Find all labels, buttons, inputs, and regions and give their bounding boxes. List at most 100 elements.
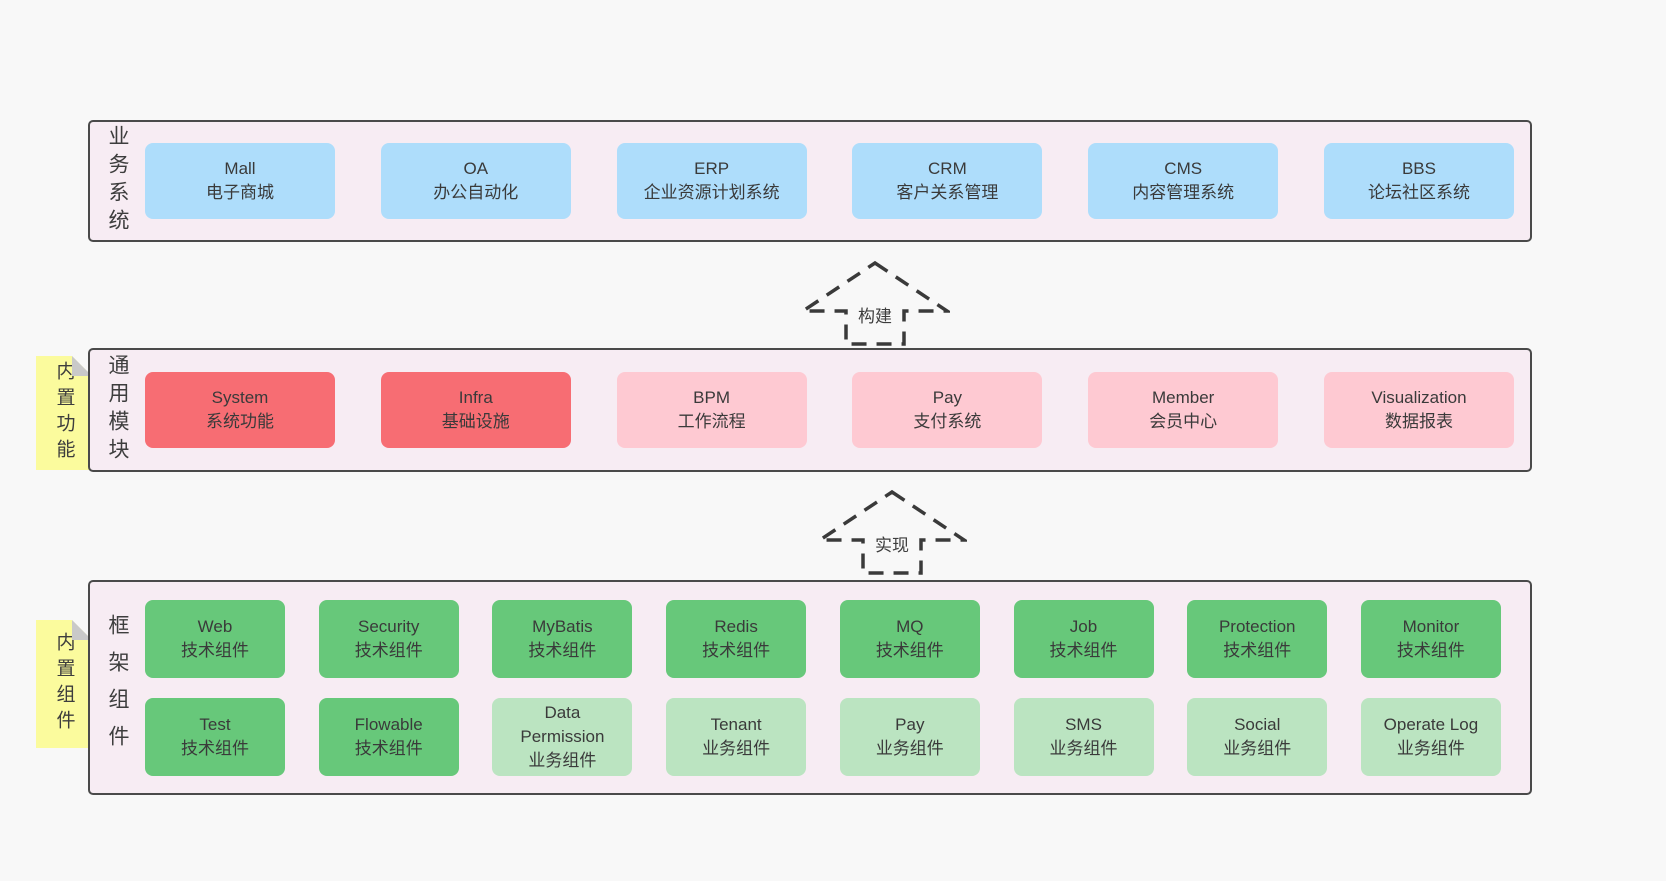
box-security: Security 技术组件: [318, 599, 459, 678]
box-crm: CRM 客户关系管理: [852, 143, 1043, 219]
box-title-zh: 技术组件: [1049, 640, 1118, 660]
box-title-zh: 办公自动化: [433, 183, 519, 202]
box-flowable: Flowable 技术组件: [318, 697, 459, 776]
layer-common-modules: 通用模块 System 系统功能 Infra 基础设施 BPM 工作流程 Pay…: [88, 348, 1532, 472]
layer-title-business-systems: 业务系统: [90, 122, 145, 240]
box-title-en: Pay: [932, 388, 963, 407]
box-tenant: Tenant 业务组件: [666, 697, 807, 776]
sticky-note-builtin-components: 内置组件: [36, 620, 92, 748]
layer-title-text: 通用模块: [106, 354, 129, 466]
box-title-en: Redis: [714, 616, 758, 636]
box-title-zh: 技术组件: [181, 640, 249, 660]
framework-row-2: Test 技术组件 Flowable 技术组件 Data Permission …: [145, 697, 1501, 776]
box-title-zh: 技术组件: [528, 640, 597, 660]
box-title-zh: 业务组件: [528, 750, 597, 770]
box-title-en: BBS: [1401, 159, 1436, 178]
box-title-zh: 技术组件: [354, 738, 423, 758]
box-pay-biz: Pay 业务组件: [839, 697, 980, 776]
box-title-en: ERP: [694, 159, 730, 178]
box-title-en: OA: [463, 159, 489, 178]
box-title-zh: 会员中心: [1149, 412, 1218, 431]
box-bpm: BPM 工作流程: [616, 372, 807, 448]
box-title-en: Member: [1152, 388, 1215, 407]
box-title-zh: 客户关系管理: [896, 183, 999, 202]
arrow-build: 构建: [800, 260, 950, 346]
sticky-note-text: 内置组件: [53, 632, 75, 736]
box-bbs: BBS 论坛社区系统: [1323, 143, 1514, 219]
box-title-zh: 技术组件: [181, 738, 249, 758]
box-cms: CMS 内容管理系统: [1088, 143, 1279, 219]
box-title-en: CRM: [928, 159, 967, 178]
box-title-en: System: [211, 388, 269, 407]
box-oa: OA 办公自动化: [380, 143, 571, 219]
box-title-en: Visualization: [1371, 388, 1467, 407]
box-title-en: Monitor: [1402, 616, 1460, 636]
layer-business-systems: 业务系统 Mall 电子商城 OA 办公自动化 ERP 企业资源计划系统 CRM…: [88, 120, 1532, 242]
box-erp: ERP 企业资源计划系统: [616, 143, 807, 219]
box-title-en: Tenant: [710, 714, 762, 734]
box-title-en: Data Permission: [520, 702, 605, 746]
box-title-zh: 电子商城: [206, 183, 274, 202]
box-title-zh: 业务组件: [875, 738, 944, 758]
layer-title-text: 框架组件: [106, 613, 129, 762]
box-pay: Pay 支付系统: [852, 372, 1043, 448]
box-title-zh: 业务组件: [1223, 738, 1292, 758]
box-monitor: Monitor 技术组件: [1360, 599, 1501, 678]
box-redis: Redis 技术组件: [666, 599, 807, 678]
box-title-zh: 系统功能: [206, 412, 274, 431]
box-mall: Mall 电子商城: [145, 143, 335, 219]
box-title-en: Security: [357, 616, 420, 636]
box-title-zh: 技术组件: [1396, 640, 1465, 660]
box-test: Test 技术组件: [145, 697, 285, 776]
box-title-zh: 企业资源计划系统: [643, 183, 780, 202]
box-job: Job 技术组件: [1013, 599, 1154, 678]
box-protection: Protection 技术组件: [1187, 599, 1328, 678]
box-title-zh: 技术组件: [875, 640, 944, 660]
box-title-en: Test: [199, 714, 231, 734]
layer-title-framework-components: 框架组件: [90, 582, 145, 793]
box-title-en: Web: [197, 616, 233, 636]
box-title-en: Infra: [458, 388, 493, 407]
box-member: Member 会员中心: [1088, 372, 1279, 448]
box-web: Web 技术组件: [145, 599, 285, 678]
box-title-en: Job: [1069, 616, 1098, 636]
box-infra: Infra 基础设施: [380, 372, 571, 448]
box-title-en: Pay: [895, 714, 925, 734]
box-sms: SMS 业务组件: [1013, 697, 1154, 776]
box-system: System 系统功能: [145, 372, 335, 448]
sticky-note-text: 内置功能: [53, 361, 75, 465]
box-mq: MQ 技术组件: [839, 599, 980, 678]
framework-row-1: Web 技术组件 Security 技术组件 MyBatis 技术组件 Redi…: [145, 599, 1501, 678]
box-title-zh: 业务组件: [1396, 738, 1465, 758]
box-title-zh: 数据报表: [1384, 412, 1453, 431]
box-data-permission: Data Permission 业务组件: [492, 697, 633, 776]
box-title-zh: 工作流程: [677, 412, 746, 431]
arrow-implement-label: 实现: [870, 531, 914, 556]
layer-title-text: 业务系统: [106, 125, 129, 237]
box-mybatis: MyBatis 技术组件: [492, 599, 633, 678]
layer-common-modules-content: System 系统功能 Infra 基础设施 BPM 工作流程 Pay 支付系统…: [145, 350, 1530, 470]
up-arrow-icon: [800, 260, 950, 346]
box-title-en: CMS: [1164, 159, 1203, 178]
box-title-en: SMS: [1065, 714, 1102, 734]
layer-business-systems-content: Mall 电子商城 OA 办公自动化 ERP 企业资源计划系统 CRM 客户关系…: [145, 122, 1530, 240]
box-title-en: Flowable: [354, 714, 423, 734]
box-title-zh: 内容管理系统: [1132, 183, 1235, 202]
box-operate-log: Operate Log 业务组件: [1360, 697, 1501, 776]
box-title-en: Social: [1234, 714, 1281, 734]
box-title-en: MQ: [896, 616, 924, 636]
box-title-zh: 支付系统: [913, 412, 982, 431]
sticky-note-builtin-features: 内置功能: [36, 356, 92, 470]
arrow-implement: 实现: [817, 489, 967, 575]
box-social: Social 业务组件: [1187, 697, 1328, 776]
box-title-zh: 技术组件: [1223, 640, 1292, 660]
box-title-zh: 论坛社区系统: [1367, 183, 1470, 202]
arrow-build-label: 构建: [853, 302, 897, 327]
box-title-en: BPM: [693, 388, 731, 407]
layer-framework-components: 框架组件 Web 技术组件 Security 技术组件 MyBatis 技术组件…: [88, 580, 1532, 795]
box-title-en: MyBatis: [532, 616, 593, 636]
box-title-zh: 业务组件: [702, 738, 771, 758]
box-title-zh: 基础设施: [441, 412, 510, 431]
box-title-zh: 业务组件: [1049, 738, 1118, 758]
